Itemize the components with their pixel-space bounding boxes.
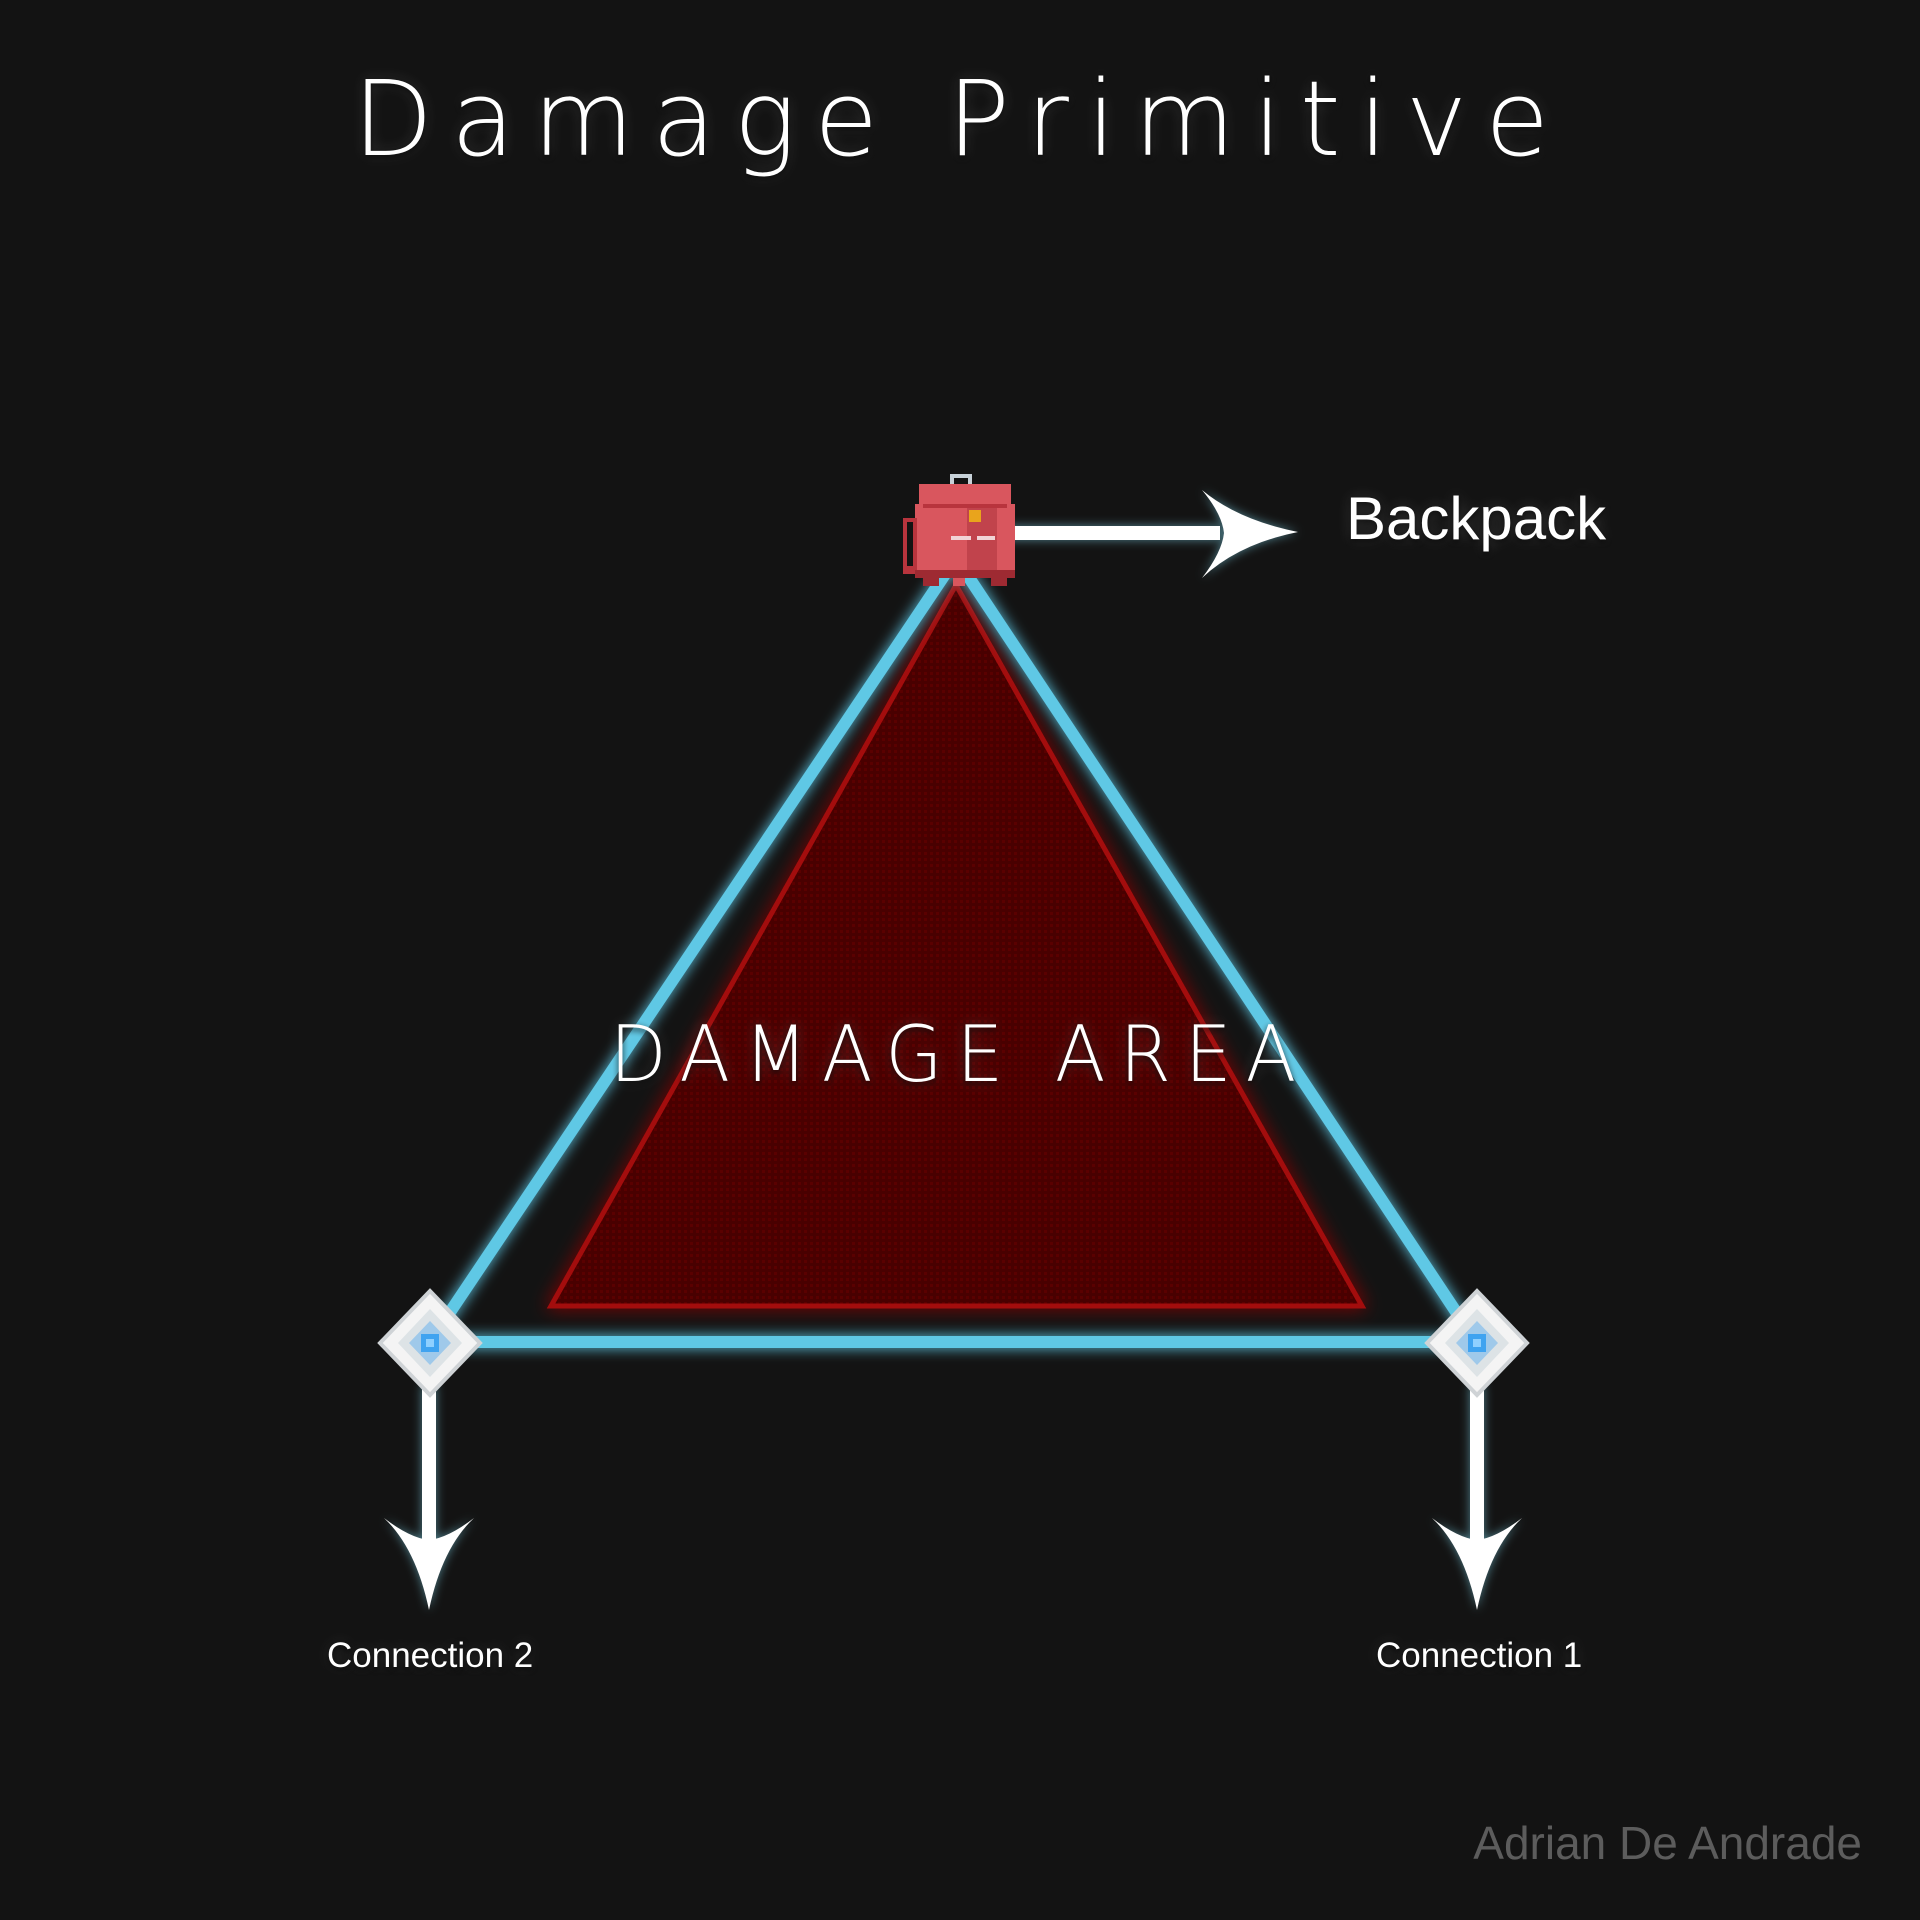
connection-node-icon xyxy=(377,1288,483,1398)
connection-2-label: Connection 2 xyxy=(327,1636,534,1675)
backpack-icon xyxy=(903,474,1015,586)
diagram-title: Damage Primitive xyxy=(352,58,1568,180)
backpack-arrow xyxy=(995,490,1298,578)
backpack-label: Backpack xyxy=(1346,485,1607,552)
connection-outline xyxy=(424,552,1482,1348)
connection-1-arrow xyxy=(1432,1385,1522,1610)
damage-area-label: DAMAGE AREA xyxy=(609,1009,1311,1101)
connection-2-arrow xyxy=(384,1385,474,1610)
connection-node-icon xyxy=(1424,1288,1530,1398)
connection-1-label: Connection 1 xyxy=(1376,1636,1583,1675)
author-credit: Adrian De Andrade xyxy=(1473,1817,1862,1869)
damage-area xyxy=(546,579,1367,1309)
